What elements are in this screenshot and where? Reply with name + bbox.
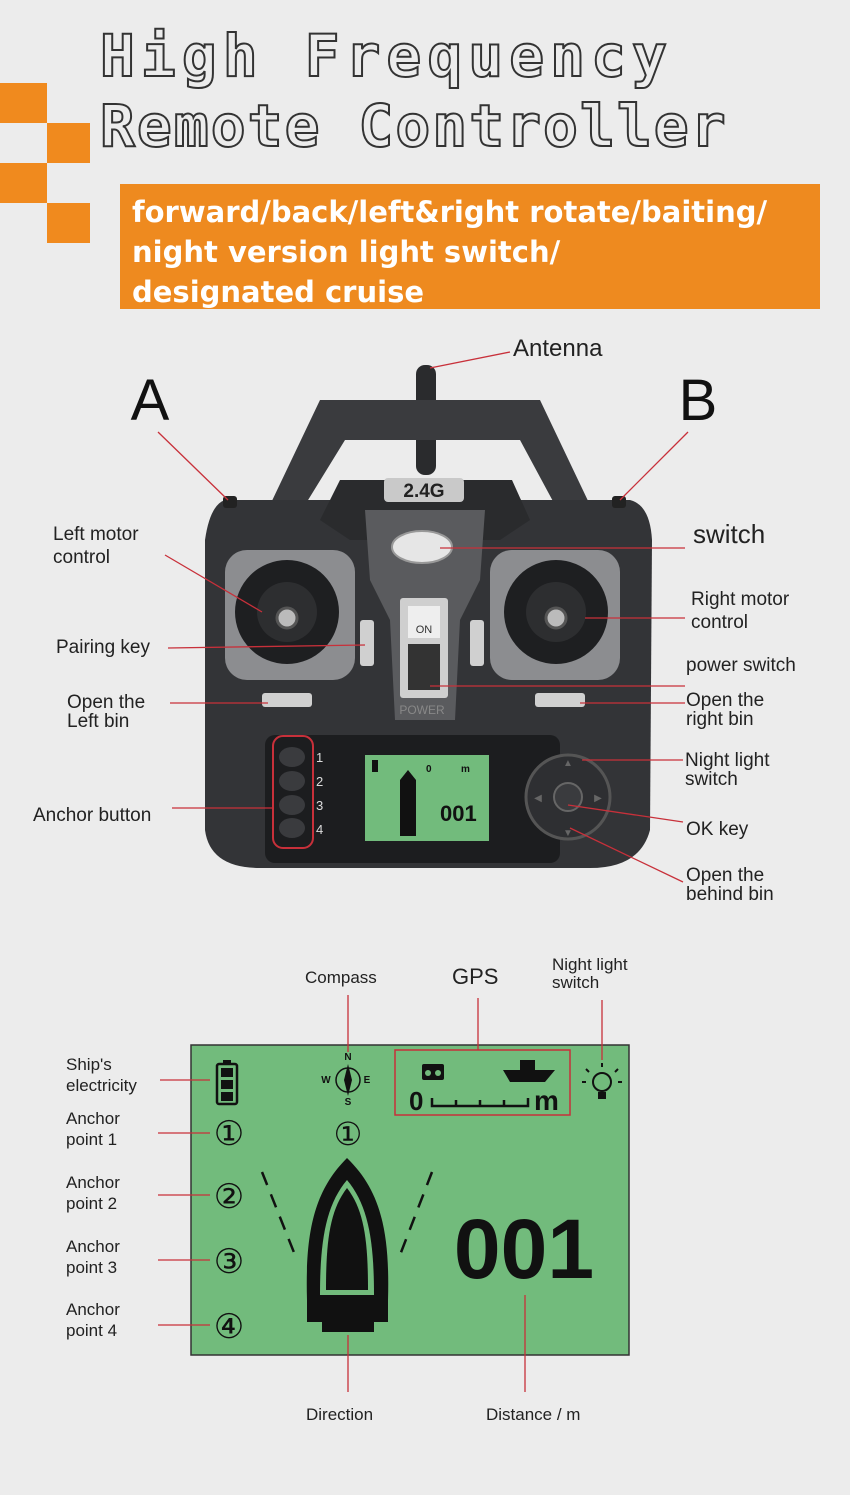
anchor-number-1: 1 — [316, 750, 323, 765]
ship-icon — [503, 1060, 555, 1082]
label-b: B — [679, 368, 718, 433]
lcd-anchor-mark-3: ③ — [214, 1243, 244, 1281]
lcd-label-anchor-2b: point 2 — [66, 1194, 118, 1213]
label-pairing-key: Pairing key — [56, 637, 150, 658]
label-open-right-bin-1: Open the — [686, 690, 765, 711]
label-ok-key: OK key — [686, 819, 749, 840]
model-badge-text: 2.4G — [403, 481, 444, 502]
svg-text:◀: ◀ — [534, 793, 542, 804]
compass-w: W — [321, 1075, 331, 1086]
right-joystick — [544, 606, 568, 630]
mini-lcd-unit: m — [461, 764, 470, 775]
label-open-right-bin-2: right bin — [686, 709, 754, 730]
lcd-anchor-mark-1: ① — [214, 1115, 244, 1153]
feature-line-1: forward/back/left&right rotate/baiting/ — [132, 195, 768, 229]
battery-icon — [215, 1060, 239, 1106]
label-switch: switch — [693, 519, 766, 549]
model-badge — [384, 478, 464, 502]
page-title-line-1: High Frequency — [99, 21, 673, 91]
left-joystick — [275, 606, 299, 630]
left-bin-switch — [262, 693, 312, 707]
label-power-switch: power switch — [686, 655, 796, 676]
lcd-leader-lines — [158, 995, 603, 1392]
page-title-line-2: Remote Controller — [99, 91, 728, 161]
label-open-left-bin-2: Left bin — [67, 711, 130, 732]
mini-lcd-zero: 0 — [426, 764, 432, 775]
lcd-label-anchor-4b: point 4 — [66, 1321, 118, 1340]
label-open-behind-bin-2: behind bin — [686, 884, 774, 905]
compass-e: E — [364, 1075, 371, 1086]
lcd-screen — [190, 1044, 630, 1356]
feature-banner: forward/back/left&right rotate/baiting/ … — [120, 184, 820, 309]
mini-lcd-distance: 001 — [440, 801, 477, 826]
lcd-label-ship-electricity-2: electricity — [66, 1076, 137, 1095]
lcd-label-anchor-3b: point 3 — [66, 1258, 118, 1277]
label-right-motor-2: control — [691, 612, 749, 633]
label-night-light-1: Night light — [685, 750, 770, 771]
direction-lines — [260, 1171, 434, 1256]
remote-controller-diagram: 2.4G ON POWER 1 2 3 4 001 0 m ▲ ▼ ◀ ▶ A — [131, 351, 718, 883]
gps-box — [394, 1049, 571, 1116]
lcd-label-anchor-1a: Anchor — [66, 1109, 120, 1128]
lcd-label-night-light-2: switch — [552, 973, 600, 992]
lcd-top-mark: ① — [334, 1116, 363, 1152]
label-left-motor-2: control — [53, 547, 111, 568]
leader-lines — [157, 351, 689, 883]
anchor-number-3: 3 — [316, 798, 323, 813]
power-led — [391, 530, 453, 564]
label-open-behind-bin-1: Open the — [686, 865, 765, 886]
lcd-label-direction: Direction — [306, 1405, 374, 1424]
on-label: ON — [416, 624, 433, 636]
svg-text:▼: ▼ — [563, 828, 573, 839]
anchor-button-group — [272, 735, 314, 849]
svg-text:▲: ▲ — [563, 758, 573, 769]
lcd-anchor-mark-2: ② — [214, 1178, 244, 1216]
decor-square-2 — [47, 123, 90, 163]
lcd-diagram: N S E W 0 m ① ① ② ③ ④ 001 — [158, 995, 630, 1392]
lcd-label-anchor-3a: Anchor — [66, 1237, 120, 1256]
compass-icon — [335, 1064, 361, 1096]
anchor-buttons — [279, 747, 305, 838]
decor-square-3 — [0, 163, 47, 203]
compass-n: N — [344, 1052, 351, 1063]
lcd-label-anchor-2a: Anchor — [66, 1173, 120, 1192]
lcd-label-night-light-1: Night light — [552, 955, 628, 974]
gps-unit: m — [534, 1085, 559, 1116]
lcd-label-distance: Distance / m — [486, 1405, 581, 1424]
handle — [270, 400, 590, 505]
decor-square-4 — [47, 203, 90, 243]
mini-lcd — [365, 755, 489, 841]
pairing-key — [360, 620, 374, 666]
lcd-label-compass: Compass — [305, 968, 377, 987]
label-left-motor-1: Left motor — [53, 524, 139, 545]
label-right-motor-1: Right motor — [691, 589, 790, 610]
anchor-number-4: 4 — [316, 822, 323, 837]
decor-square-1 — [0, 83, 47, 123]
night-light-icon — [582, 1063, 622, 1099]
anchor-number-2: 2 — [316, 774, 323, 789]
lcd-label-ship-electricity-1: Ship's — [66, 1055, 112, 1074]
ok-key — [553, 782, 583, 812]
distance-scale — [430, 1098, 530, 1108]
feature-line-2: night version light switch/ — [132, 235, 561, 269]
lcd-anchor-mark-4: ④ — [214, 1308, 244, 1346]
lcd-label-gps: GPS — [452, 964, 499, 989]
lcd-label-anchor-1b: point 1 — [66, 1130, 118, 1149]
label-night-light-2: switch — [685, 769, 738, 790]
feature-line-3: designated cruise — [132, 275, 424, 309]
lcd-label-anchor-4a: Anchor — [66, 1300, 120, 1319]
label-a: A — [131, 368, 170, 433]
power-label: POWER — [399, 703, 445, 717]
lcd-distance: 001 — [454, 1202, 594, 1296]
compass-s: S — [345, 1097, 352, 1108]
label-open-left-bin-1: Open the — [67, 692, 146, 713]
gps-zero: 0 — [409, 1086, 423, 1116]
remote-icon — [422, 1064, 444, 1080]
svg-text:▶: ▶ — [594, 793, 602, 804]
label-antenna: Antenna — [513, 335, 603, 362]
label-anchor-button: Anchor button — [33, 805, 152, 826]
right-bin-switch — [535, 693, 585, 707]
